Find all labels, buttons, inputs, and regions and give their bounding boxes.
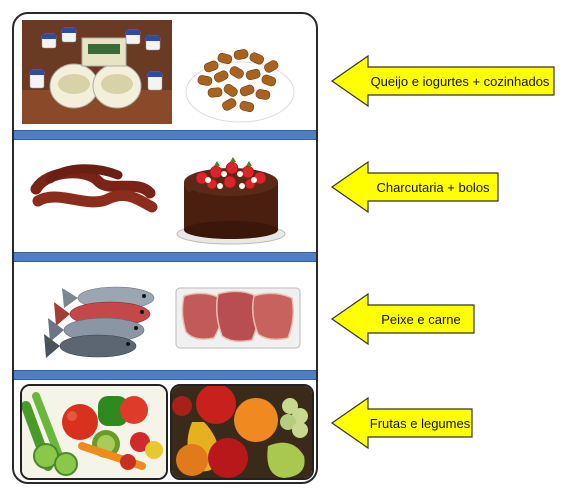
shelf-2-label: Charcutaria + bolos [376, 179, 490, 195]
fridge-diagram [12, 12, 318, 484]
shelf-1-label: Queijo e iogurtes + cozinhados [370, 73, 550, 89]
arrow-shelf-2: Charcutaria + bolos [330, 160, 500, 214]
sausages-photo [30, 164, 158, 213]
shelf-4-label: Frutas e legumes [369, 415, 471, 431]
cake-photo [176, 157, 286, 245]
fruits-photo-frame [170, 384, 314, 480]
fish-photo [44, 286, 155, 358]
vegetables-photo-frame [20, 384, 168, 480]
left-arrow-icon [330, 292, 475, 346]
left-arrow-icon [330, 396, 473, 450]
vegetables-photo [22, 386, 166, 478]
shelf-3-label: Peixe e carne [381, 311, 461, 327]
left-arrow-icon [330, 160, 499, 214]
shelf-divider-1 [14, 130, 316, 140]
arrow-shelf-3: Peixe e carne [330, 292, 476, 346]
shelf-divider-2 [14, 252, 316, 262]
arrow-shelf-1: Queijo e iogurtes + cozinhados [330, 54, 556, 108]
left-arrow-icon [330, 54, 555, 108]
arrow-shelf-4: Frutas e legumes [330, 396, 474, 450]
shelf-divider-3 [14, 370, 316, 380]
meat-photo [175, 287, 301, 349]
cheese-yogurt-photo [22, 20, 172, 124]
croquettes-photo [185, 49, 295, 123]
fruits-photo [172, 386, 312, 478]
